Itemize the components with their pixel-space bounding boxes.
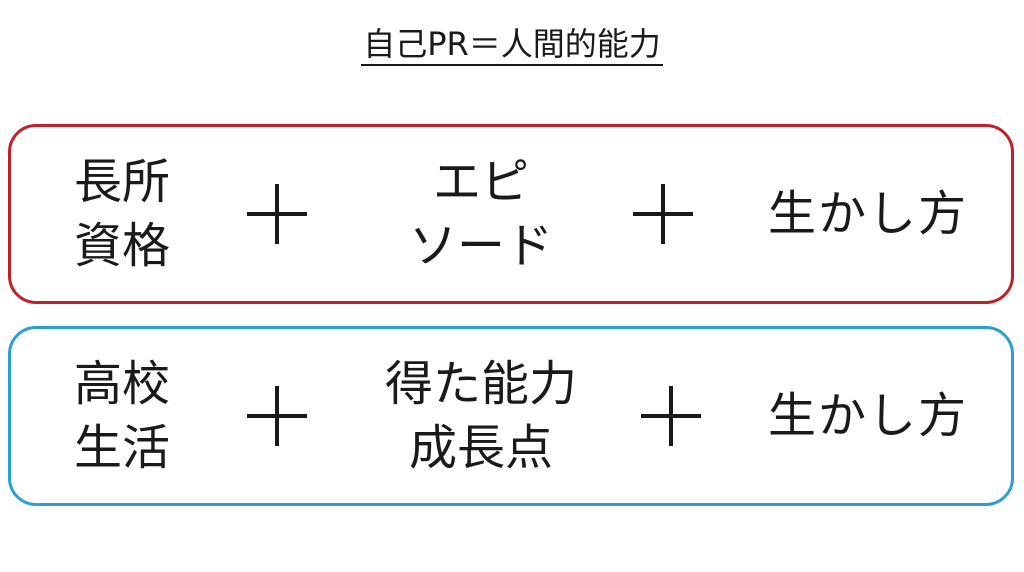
row1-term1: 長所 資格 xyxy=(47,127,197,301)
plus-icon xyxy=(247,386,307,446)
row-box-general: 長所 資格 エピ ソード 生かし方 xyxy=(8,124,1014,304)
row-box-example: 高校 生活 得た能力 成長点 生かし方 xyxy=(8,326,1014,506)
plus-icon xyxy=(641,386,701,446)
row1-term3: 生かし方 xyxy=(733,127,1003,301)
row2-term1-line2: 生活 xyxy=(73,420,170,476)
row2-term2: 得た能力 成長点 xyxy=(331,329,631,503)
row1-term2: エピ ソード xyxy=(331,127,631,301)
row1-term1-line2: 資格 xyxy=(73,218,170,274)
row2-term2-line1: 得た能力 xyxy=(384,356,577,412)
row1-term1-line1: 長所 xyxy=(73,154,170,210)
row1-term3-line1: 生かし方 xyxy=(767,186,968,242)
row2-term3-line1: 生かし方 xyxy=(767,388,968,444)
row2-term2-line2: 成長点 xyxy=(408,420,553,476)
plus-icon xyxy=(633,184,693,244)
row1-term2-line2: ソード xyxy=(408,218,553,274)
title-text: 自己PR＝人間的能力 xyxy=(361,24,663,66)
row2-term1-line1: 高校 xyxy=(73,356,170,412)
row2-term3: 生かし方 xyxy=(733,329,1003,503)
row1-term2-line1: エピ xyxy=(432,154,529,210)
row2-term1: 高校 生活 xyxy=(47,329,197,503)
plus-icon xyxy=(247,184,307,244)
diagram-title: 自己PR＝人間的能力 xyxy=(0,22,1024,66)
